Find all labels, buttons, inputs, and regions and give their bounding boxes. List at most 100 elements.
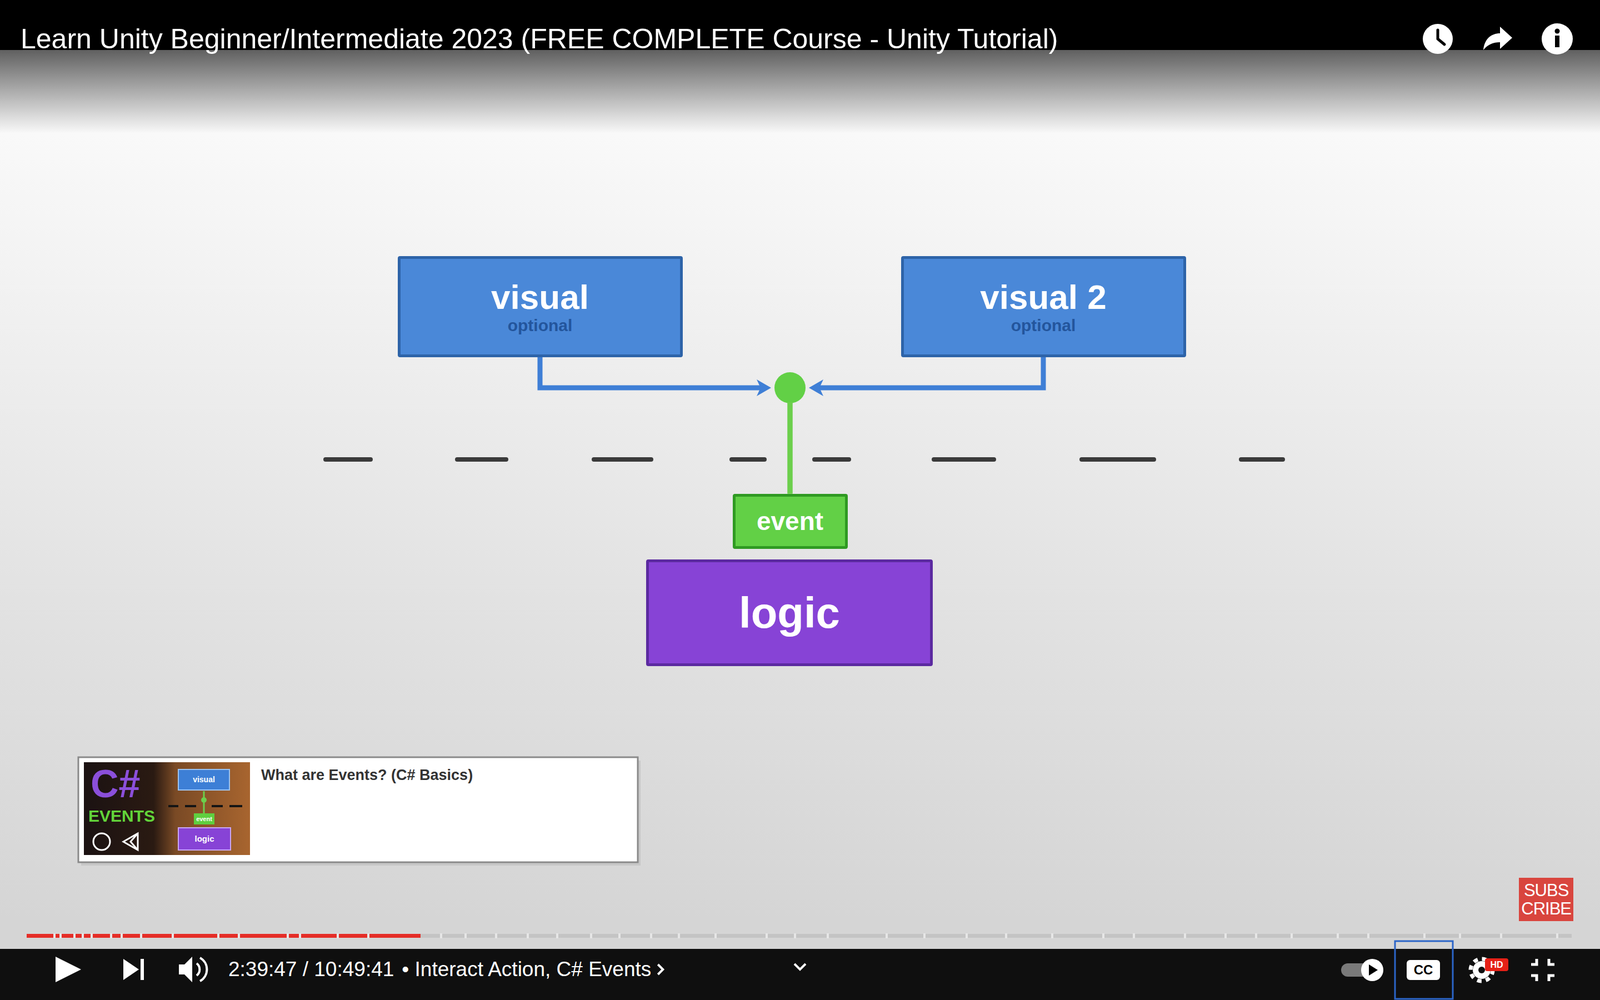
chapter-gap [298, 933, 302, 939]
visual-box: visual 2optional [901, 256, 1187, 358]
event-stem [787, 402, 793, 494]
chapter-gap [1132, 933, 1135, 939]
focus-outline [1395, 941, 1453, 999]
chapter-gap [526, 933, 529, 939]
chapter-gap [1290, 933, 1293, 939]
chapter-gap [923, 933, 926, 939]
chapter-gap [336, 933, 339, 939]
top-fade [0, 50, 1600, 134]
arrow-head [808, 379, 824, 397]
dash [814, 457, 849, 462]
control-bar [0, 948, 1600, 1000]
progress-played [26, 933, 421, 938]
chapter-gap [237, 933, 240, 939]
connector-line [540, 357, 762, 388]
cc-text: CC [1406, 961, 1440, 979]
thumb-box-label: logic [178, 833, 231, 845]
play-icon [55, 956, 82, 983]
chapter-gap [81, 933, 84, 939]
connector-line [818, 357, 1044, 388]
clock-hands [1437, 30, 1445, 45]
hd-badge [1485, 958, 1509, 972]
chapter-gap [110, 933, 113, 939]
chapter-gap [793, 933, 797, 939]
dash [1241, 457, 1283, 462]
chapter-gap [765, 933, 768, 939]
node-label: event [756, 506, 824, 537]
chapter-gap [1458, 933, 1462, 939]
node-label: visual [491, 278, 589, 317]
event-dot [774, 372, 806, 404]
chapter-gap [73, 933, 76, 939]
video-title: Learn Unity Beginner/Intermediate 2023 (… [20, 22, 1058, 56]
thumb-box-label: event [193, 815, 215, 823]
chapter-gap [1224, 933, 1227, 939]
toggle-play [1368, 964, 1378, 976]
exit-fullscreen-icon [1531, 958, 1555, 982]
chapter-title: • Interact Action, C# Events [401, 956, 652, 983]
chapter-gap [965, 933, 968, 939]
next-icon [123, 958, 144, 980]
chapter-gap [140, 933, 143, 939]
chapter-gap [1255, 933, 1258, 939]
event-box: event [732, 493, 848, 549]
chapter-gaps [53, 933, 1559, 939]
chapter-gap [1336, 933, 1339, 939]
next-triangle [123, 958, 139, 980]
node-subtitle: optional [507, 316, 573, 335]
thumb-subheading: EVENTS [88, 806, 155, 826]
subscribe-watermark: SUBS CRIBE [1518, 877, 1574, 922]
info-circle [1541, 23, 1573, 55]
visual-box: visualoptional [397, 256, 683, 358]
chapter-gap [677, 933, 680, 939]
autoplay-toggle [1341, 958, 1384, 982]
chapter-gap [714, 933, 717, 939]
arrow-head [756, 379, 772, 397]
chapter-gap [440, 933, 443, 939]
chapter-gap [367, 933, 370, 939]
chapter-gap [464, 933, 467, 939]
dash [457, 457, 507, 462]
chapter-gap [1556, 933, 1559, 939]
gear-hole [1478, 966, 1485, 974]
cc-button [1406, 960, 1440, 980]
layer-separator [325, 457, 1283, 462]
dash [933, 457, 994, 462]
logic-box: logic [646, 559, 933, 667]
node-label: visual 2 [980, 278, 1107, 317]
node-label: logic [738, 588, 840, 638]
progress-track [26, 933, 1572, 938]
sound-waves [196, 957, 207, 982]
chapter-arrow [657, 964, 663, 975]
chapter-gap [1367, 933, 1370, 939]
info-dot [1555, 28, 1560, 34]
mini-event-box [193, 813, 215, 825]
next-bar [140, 958, 144, 980]
chapter-gap [826, 933, 829, 939]
info-stem [1555, 35, 1560, 48]
chapter-gap [618, 933, 621, 939]
chapter-gap [1183, 933, 1187, 939]
unity-icon [123, 833, 138, 850]
connector [540, 357, 790, 494]
chapter-gap [1423, 933, 1426, 939]
time-display: 2:39:47 / 10:49:41 [228, 956, 394, 983]
dash [168, 805, 179, 808]
chapter-gap [495, 933, 498, 939]
card-title: What are Events? (C# Basics) [261, 765, 473, 785]
dash [325, 457, 371, 462]
toggle-knob [1361, 958, 1384, 982]
chapter-gap [120, 933, 123, 939]
chapter-gap [90, 933, 93, 939]
chapter-gap [1005, 933, 1008, 939]
chapter-gap [286, 933, 289, 939]
mini-visual-box [178, 769, 230, 790]
chapters-chevron [794, 963, 806, 970]
watch-later-icon [1422, 23, 1453, 54]
share-icon [1483, 26, 1513, 50]
speaker [178, 956, 193, 983]
thumb-heading: C# [90, 763, 140, 805]
chapter-gap [53, 933, 56, 939]
chapter-gap [59, 933, 62, 939]
